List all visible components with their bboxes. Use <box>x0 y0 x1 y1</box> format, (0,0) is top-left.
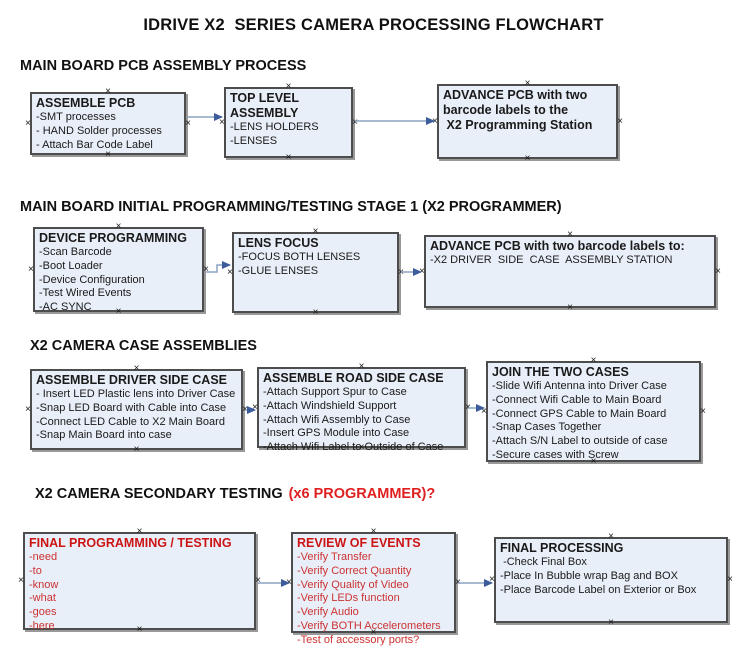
box-title: ADVANCE PCB with two barcode labels to: <box>430 239 685 253</box>
box-title: FINAL PROCESSING <box>500 541 624 555</box>
flow-box-final-programming-testing: FINAL PROGRAMMING / TESTING -need -to -k… <box>23 532 256 632</box>
connection-point-icon <box>700 407 706 417</box>
flow-box-final-processing: FINAL PROCESSING -Check Final Box -Place… <box>494 537 728 623</box>
connection-point-icon <box>286 153 292 163</box>
connection-point-icon <box>567 303 573 313</box>
box-lines: - Insert LED Plastic lens into Driver Ca… <box>36 388 236 442</box>
connection-point-icon <box>255 576 261 586</box>
connection-point-icon <box>286 578 292 588</box>
connection-point-icon <box>455 578 461 588</box>
box-title: JOIN THE TWO CASES <box>492 365 629 379</box>
connection-point-icon <box>18 576 24 586</box>
connection-point-icon <box>25 119 31 129</box>
box-lines: -SMT processes - HAND Solder processes -… <box>36 111 162 151</box>
connection-point-icon <box>525 154 531 164</box>
connection-point-icon <box>134 445 140 455</box>
connection-point-icon <box>352 118 358 128</box>
section-heading-secondary-testing: X2 CAMERA SECONDARY TESTING (x6 PROGRAMME… <box>35 486 435 502</box>
box-title: ASSEMBLE ROAD SIDE CASE <box>263 371 444 385</box>
connection-point-icon <box>419 267 425 277</box>
connection-point-icon <box>432 117 438 127</box>
connection-point-icon <box>398 268 404 278</box>
box-title: FINAL PROGRAMMING / TESTING <box>29 536 232 550</box>
connection-point-icon <box>313 308 319 318</box>
box-lines: -FOCUS BOTH LENSES -GLUE LENSES <box>238 251 361 277</box>
flow-box-lens-focus: LENS FOCUS -FOCUS BOTH LENSES -GLUE LENS… <box>232 232 399 313</box>
connection-point-icon <box>608 618 614 628</box>
section-heading-black-part: X2 CAMERA SECONDARY TESTING <box>35 486 283 502</box>
section-heading-case-assemblies: X2 CAMERA CASE ASSEMBLIES <box>30 338 257 354</box>
flow-box-assemble-driver-side-case: ASSEMBLE DRIVER SIDE CASE - Insert LED P… <box>30 369 243 450</box>
connection-point-icon <box>481 407 487 417</box>
connection-point-icon <box>489 575 495 585</box>
flow-box-join-the-two-cases: JOIN THE TWO CASES -Slide Wifi Antenna i… <box>486 361 701 462</box>
connection-point-icon <box>715 267 721 277</box>
section-heading-red-part: (x6 PROGRAMMER)? <box>288 486 436 502</box>
flow-box-assemble-road-side-case: ASSEMBLE ROAD SIDE CASE -Attach Support … <box>257 367 466 453</box>
connection-point-icon <box>617 117 623 127</box>
connection-point-icon <box>242 405 248 415</box>
connection-point-icon <box>185 119 191 129</box>
page-title: IDRIVE X2 SERIES CAMERA PROCESSING FLOWC… <box>143 16 604 34</box>
connection-point-icon <box>252 403 258 413</box>
connection-point-icon <box>25 405 31 415</box>
box-lines: -X2 DRIVER SIDE CASE ASSEMBLY STATION <box>430 254 673 266</box>
box-title: ASSEMBLE PCB <box>36 96 136 110</box>
box-title: ADVANCE PCB with two barcode labels to t… <box>443 88 593 132</box>
box-title: LENS FOCUS <box>238 236 319 250</box>
box-title: ASSEMBLE DRIVER SIDE CASE <box>36 373 228 387</box>
box-lines: -Verify Transfer -Verify Correct Quantit… <box>297 551 441 646</box>
connection-point-icon <box>219 118 225 128</box>
section-heading-pcb-assembly: MAIN BOARD PCB ASSEMBLY PROCESS <box>20 58 307 74</box>
box-lines: -need -to -know -what -goes -here <box>29 551 59 632</box>
flow-box-advance-pcb-programming-station: ADVANCE PCB with two barcode labels to t… <box>437 84 618 159</box>
box-title: TOP LEVEL ASSEMBLY <box>230 91 302 120</box>
flow-box-top-level-assembly: TOP LEVEL ASSEMBLY -LENS HOLDERS -LENSES <box>224 87 353 158</box>
flow-box-device-programming: DEVICE PROGRAMMING -Scan Barcode -Boot L… <box>33 227 204 313</box>
arrow-device-programming-to-lens-focus <box>206 261 231 273</box>
flow-box-advance-pcb-driver-side-station: ADVANCE PCB with two barcode labels to: … <box>424 235 716 308</box>
box-lines: -Slide Wifi Antenna into Driver Case -Co… <box>492 380 668 461</box>
box-title: DEVICE PROGRAMMING <box>39 231 187 245</box>
section-heading-initial-programming: MAIN BOARD INITIAL PROGRAMMING/TESTING S… <box>20 199 562 215</box>
connection-point-icon <box>465 403 471 413</box>
box-lines: -Scan Barcode -Boot Loader -Device Confi… <box>39 246 145 313</box>
connection-point-icon <box>28 265 34 275</box>
box-lines: -Check Final Box -Place In Bubble wrap B… <box>500 556 697 596</box>
box-lines: -Attach Support Spur to Case -Attach Win… <box>263 386 444 453</box>
flow-box-assemble-pcb: ASSEMBLE PCB -SMT processes - HAND Solde… <box>30 92 186 155</box>
box-lines: -LENS HOLDERS -LENSES <box>230 121 319 147</box>
connection-point-icon <box>727 575 733 585</box>
flow-box-review-of-events: REVIEW OF EVENTS -Verify Transfer -Verif… <box>291 532 456 646</box>
connection-point-icon <box>227 268 233 278</box>
connection-point-icon <box>203 265 209 275</box>
box-title: REVIEW OF EVENTS <box>297 536 421 550</box>
